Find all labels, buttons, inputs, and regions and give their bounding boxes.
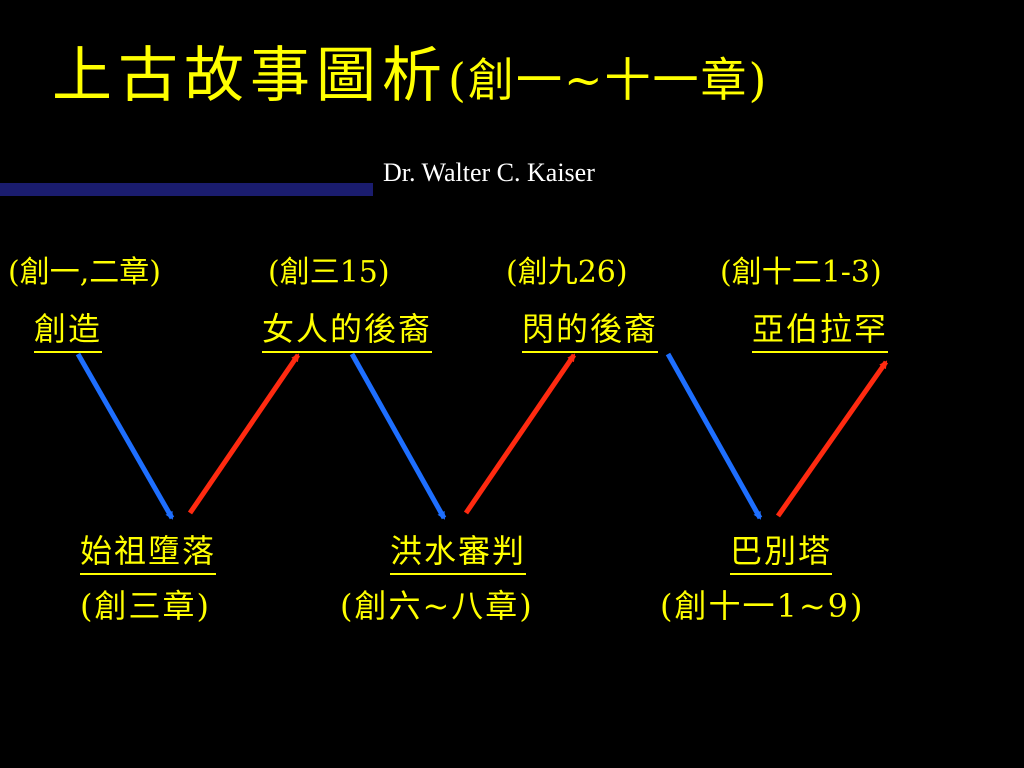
- author: Dr. Walter C. Kaiser: [383, 158, 595, 187]
- lower-ref-3: (創十一1~9): [660, 587, 865, 625]
- arrow-up-2: [463, 353, 577, 515]
- lower-ref-1: (創三章): [80, 587, 211, 625]
- title-sub: (創一~十一章): [448, 53, 769, 107]
- node-seed-of-woman: 女人的後裔: [262, 313, 433, 353]
- node-seed-of-shem: 閃的後裔: [522, 313, 659, 353]
- arrow-up-1: [187, 353, 301, 515]
- node-fall: 始祖墮落: [80, 535, 217, 575]
- upper-ref-2: (創三15): [268, 255, 390, 290]
- upper-ref-1: (創一,二章): [8, 255, 161, 290]
- arrow-down-2: [349, 352, 447, 520]
- upper-ref-4: (創十二1-3): [720, 255, 882, 290]
- node-creation: 創造: [34, 313, 103, 353]
- upper-ref-3: (創九26): [506, 255, 628, 290]
- title-bar: [0, 183, 373, 196]
- lower-ref-2: (創六~八章): [340, 587, 534, 625]
- node-flood: 洪水審判: [390, 535, 527, 575]
- node-babel: 巴別塔: [730, 535, 833, 575]
- arrow-down-1: [75, 352, 175, 520]
- arrow-up-3: [775, 360, 889, 518]
- page-title: 上古故事圖析(創一~十一章): [52, 46, 768, 106]
- arrow-down-3: [665, 352, 763, 520]
- title-main: 上古故事圖析: [52, 41, 448, 111]
- node-abraham: 亞伯拉罕: [752, 313, 889, 353]
